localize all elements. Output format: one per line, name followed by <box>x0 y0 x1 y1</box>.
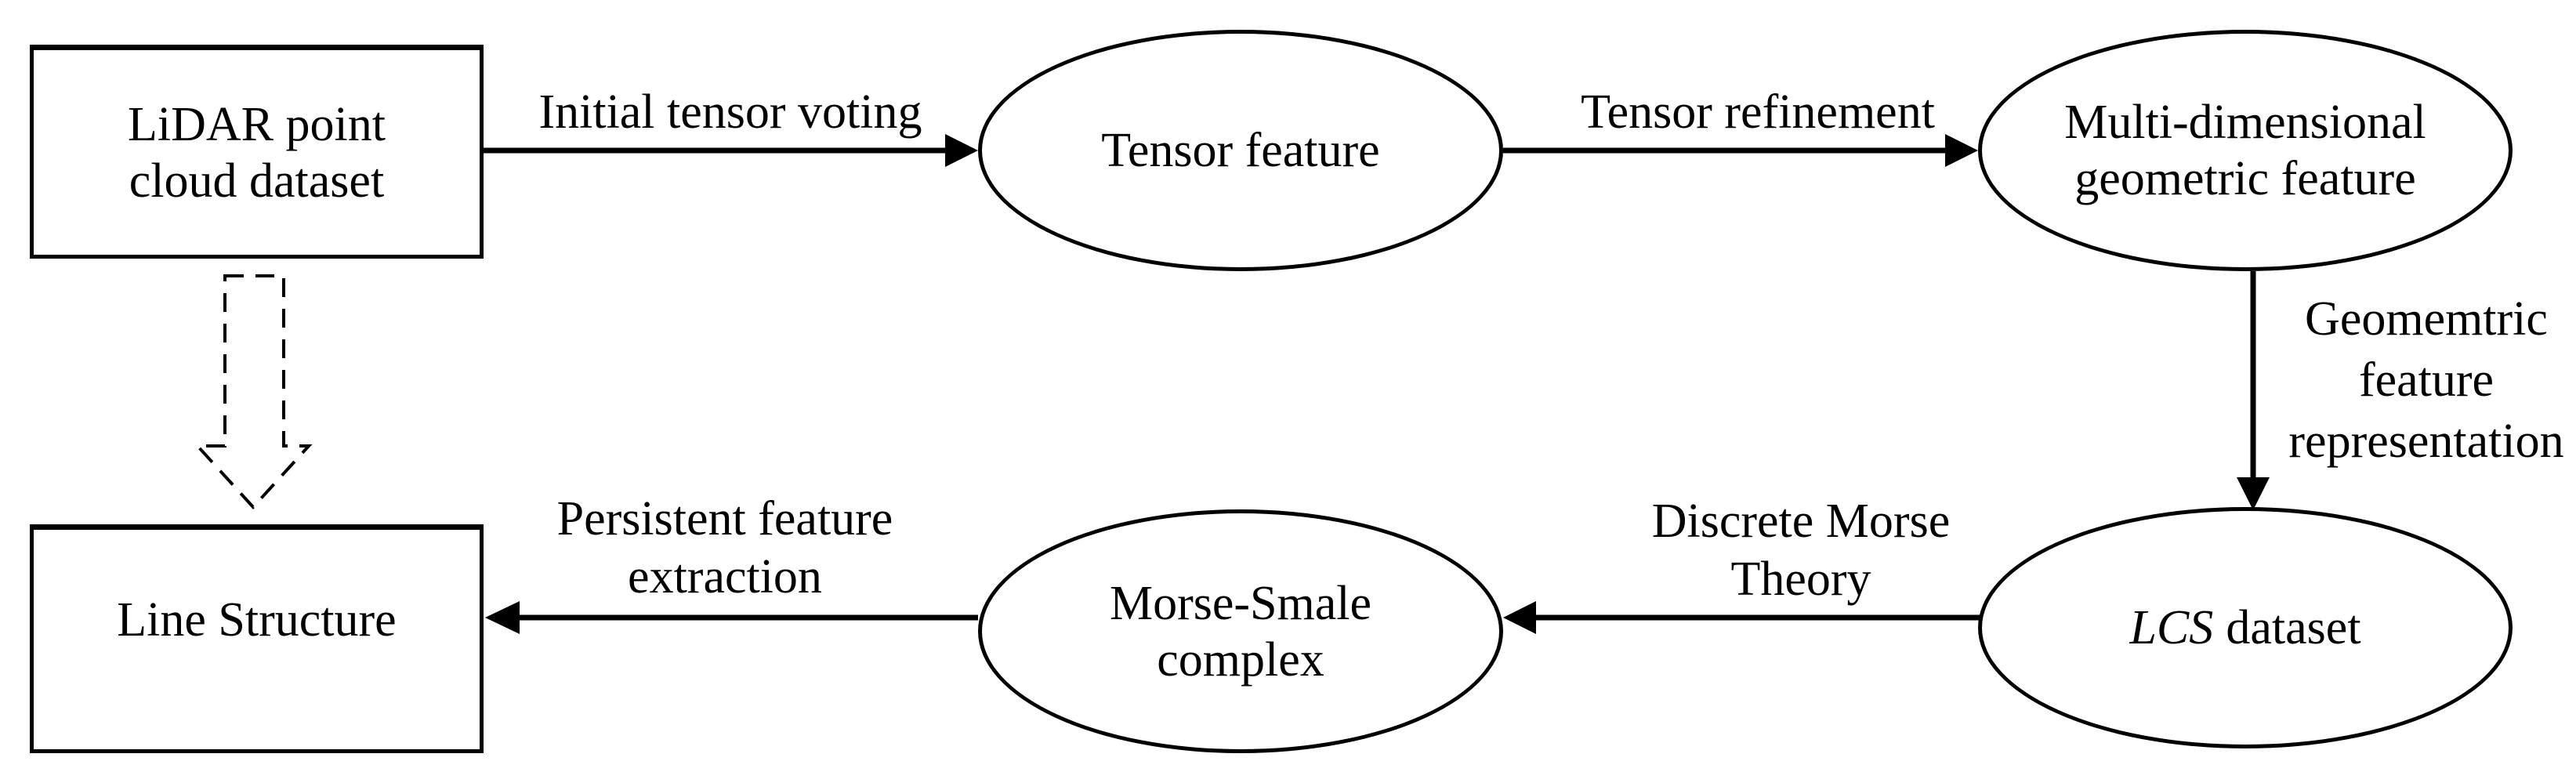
edge-label-persistent-extraction: Persistent feature extraction <box>487 490 962 606</box>
node-morse-smale-complex: Morse-Smale complex <box>978 509 1503 753</box>
edge-label-initial-tensor-voting-text: Initial tensor voting <box>538 85 922 139</box>
edge-label-discrete-morse-line1: Discrete Morse <box>1651 495 1951 548</box>
edge-label-geomemtric-line1: Geomemtric <box>2305 292 2548 346</box>
edge-label-persistent-line2: extraction <box>628 550 822 603</box>
node-tensor-feature-label: Tensor feature <box>1101 124 1380 177</box>
node-line-structure-label: Line Structure <box>117 593 397 647</box>
edge-initial-tensor-voting-arrowhead <box>945 134 978 167</box>
edge-label-discrete-morse-line2: Theory <box>1730 553 1871 606</box>
dashed-block-arrow <box>194 274 313 509</box>
node-multi-label-line2: geometric feature <box>2074 152 2416 205</box>
edge-label-geomemtric-line3: representation <box>2288 415 2564 468</box>
edge-label-persistent-line1: Persistent feature <box>556 492 893 545</box>
edge-label-geomemtric-representation: Geomemtric feature representation <box>2277 288 2575 472</box>
edge-label-geomemtric-line2: feature <box>2358 353 2494 407</box>
node-lidar-point-cloud-dataset: LiDAR point cloud dataset <box>30 45 484 259</box>
node-morse-label-line1: Morse-Smale <box>1109 576 1372 630</box>
node-lcs-label-rest: dataset <box>2226 601 2361 654</box>
edge-label-tensor-refinement-text: Tensor refinement <box>1581 85 1935 139</box>
node-multi-label-line1: Multi-dimensional <box>2064 96 2426 149</box>
edge-label-tensor-refinement: Tensor refinement <box>1511 83 2005 141</box>
edge-label-discrete-morse: Discrete Morse Theory <box>1560 492 2042 608</box>
edge-tensor-refinement-arrowhead <box>1945 134 1978 167</box>
edge-persistent-extraction-arrowhead <box>485 601 520 634</box>
node-lidar-label-line1: LiDAR point <box>128 97 386 151</box>
node-line-structure: Line Structure <box>30 524 484 753</box>
node-multi-dimensional-geometric-feature: Multi-dimensional geometric feature <box>1978 30 2513 271</box>
edge-discrete-morse-arrowhead <box>1503 601 1536 634</box>
node-morse-label-line2: complex <box>1157 632 1324 687</box>
node-lcs-label-italic: LCS <box>2129 601 2214 654</box>
edge-geomemtric-representation-arrowhead <box>2237 477 2270 510</box>
edge-label-initial-tensor-voting: Initial tensor voting <box>484 83 977 141</box>
node-lidar-label-line2: cloud dataset <box>129 154 385 208</box>
node-tensor-feature: Tensor feature <box>978 30 1503 271</box>
